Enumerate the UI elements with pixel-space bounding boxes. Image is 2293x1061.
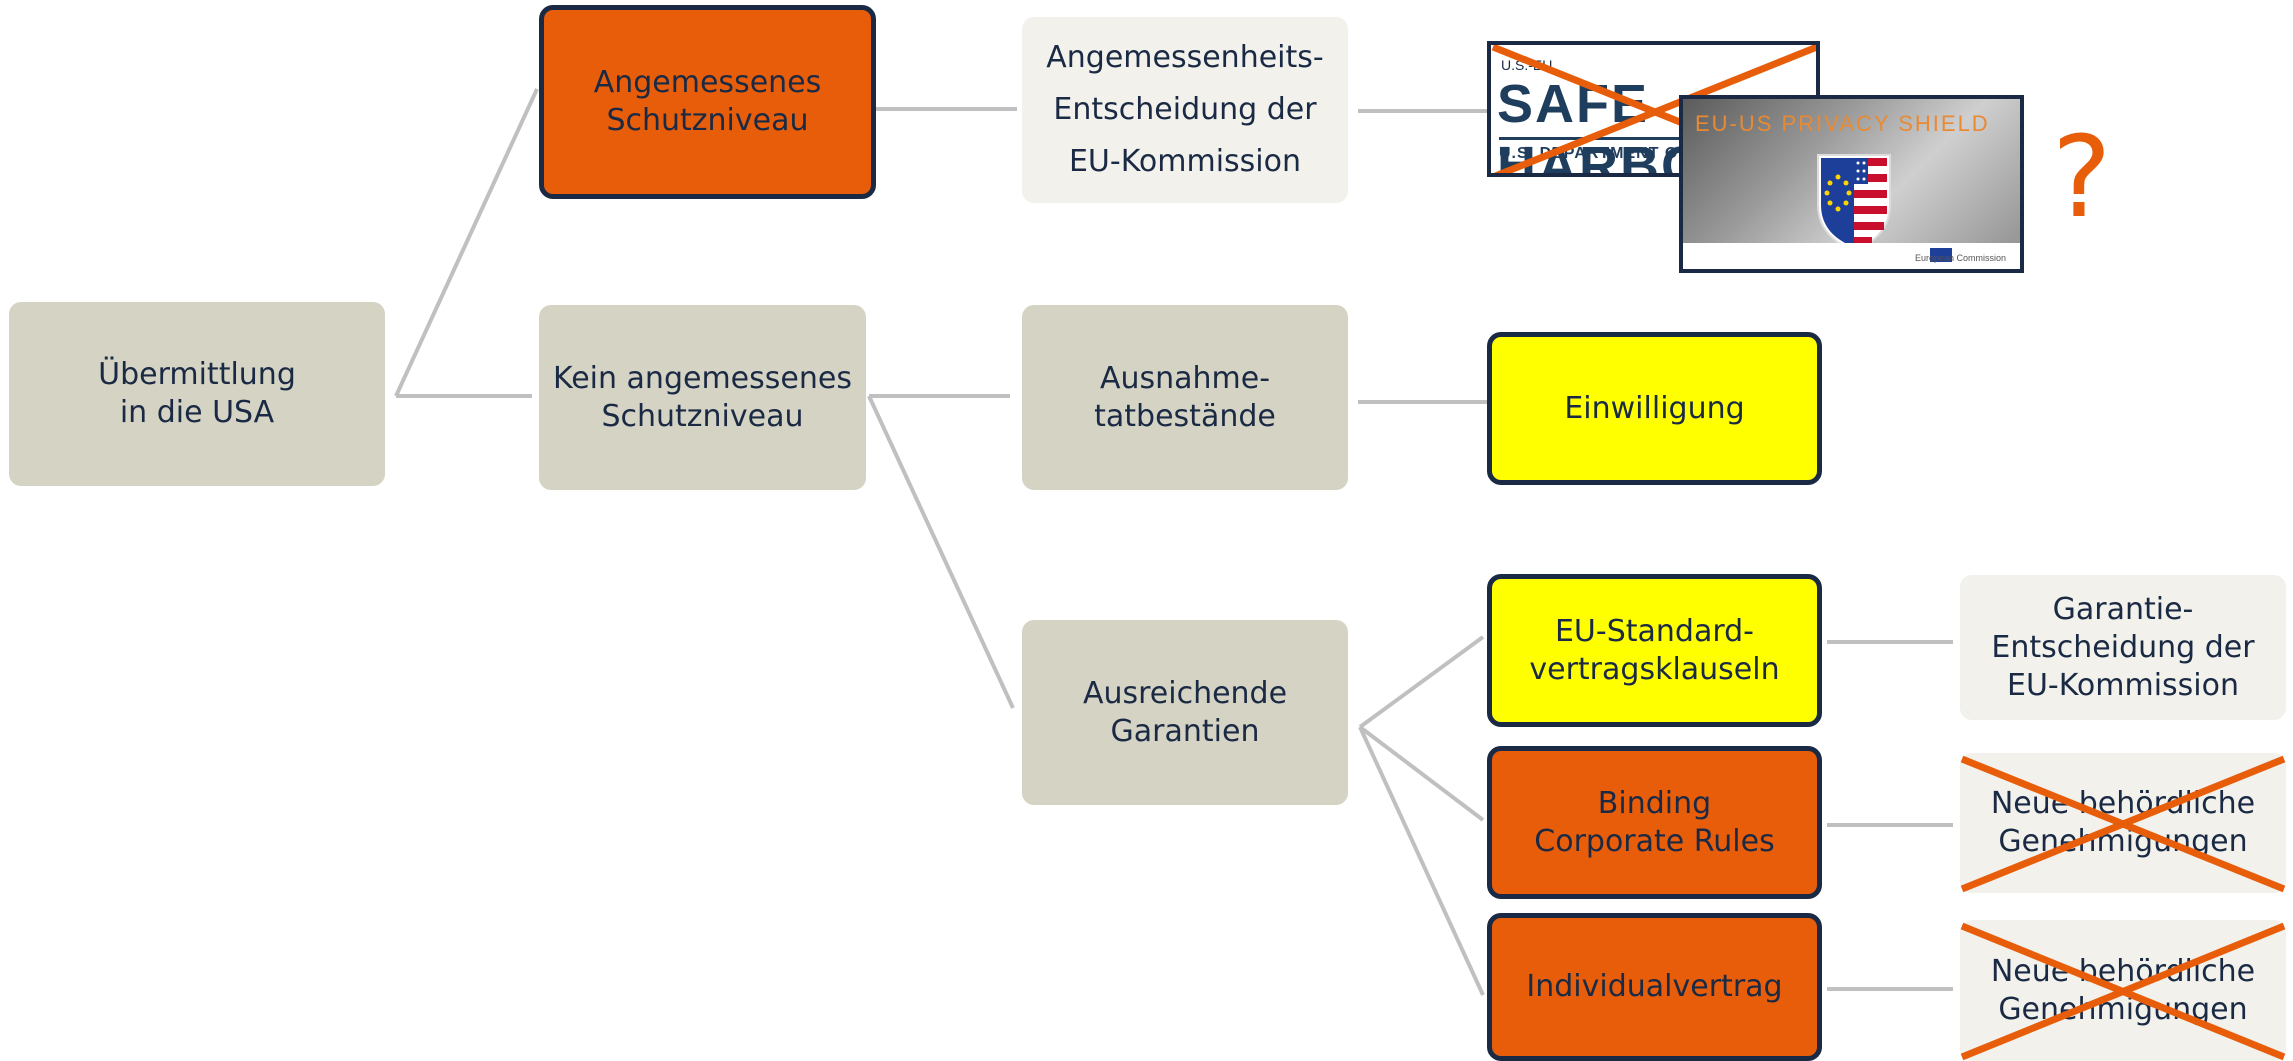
eu-flag-icon xyxy=(1930,248,1952,262)
shield-icon xyxy=(1817,154,1891,253)
authority-approval-node-2: Neue behördliche Genehmigungen xyxy=(1960,920,2286,1061)
guarantee-decision-node: Garantie- Entscheidung der EU-Kommission xyxy=(1960,575,2286,720)
cross-out-icon xyxy=(1960,755,2286,893)
safe-harbor-rule xyxy=(1499,137,1809,140)
connector-guarantees-individual xyxy=(1358,726,1485,996)
connector-guarantees-scc xyxy=(1358,635,1485,729)
connector-guarantees-bcr xyxy=(1358,725,1485,822)
exceptions-node: Ausnahme- tatbestände xyxy=(1022,305,1348,490)
root-node: Übermittlung in die USA xyxy=(9,302,385,486)
binding-corporate-rules-node: Binding Corporate Rules xyxy=(1487,746,1822,899)
privacy-shield-footer-text: European Commission xyxy=(1914,253,2006,263)
connector-root-adequate xyxy=(394,88,539,397)
privacy-shield-footer: European Commission xyxy=(1683,243,2020,269)
authority-approval-label-2: Neue behördliche Genehmigungen xyxy=(1990,953,2255,1027)
adequate-protection-node: Angemessenes Schutzniveau xyxy=(539,5,876,199)
sufficient-guarantees-node: Ausreichende Garantien xyxy=(1022,620,1348,805)
privacy-shield-logo: EU-US PRIVACY SHIELD xyxy=(1679,95,2024,273)
standard-contract-clauses-node: EU-Standard- vertragsklauseln xyxy=(1487,574,1822,727)
privacy-shield-title: EU-US PRIVACY SHIELD xyxy=(1695,111,1990,136)
no-adequate-protection-node: Kein angemessenes Schutzniveau xyxy=(539,305,866,490)
consent-node: Einwilligung xyxy=(1487,332,1822,485)
cross-out-icon xyxy=(1960,922,2286,1061)
connector-not-adequate-guarantees xyxy=(867,395,1015,709)
authority-approval-node-1: Neue behördliche Genehmigungen xyxy=(1960,753,2286,893)
question-mark-icon: ? xyxy=(2052,113,2112,243)
adequacy-decision-node: Angemessenheits- Entscheidung der EU-Kom… xyxy=(1022,17,1348,203)
individual-contract-node: Individualvertrag xyxy=(1487,913,1822,1061)
